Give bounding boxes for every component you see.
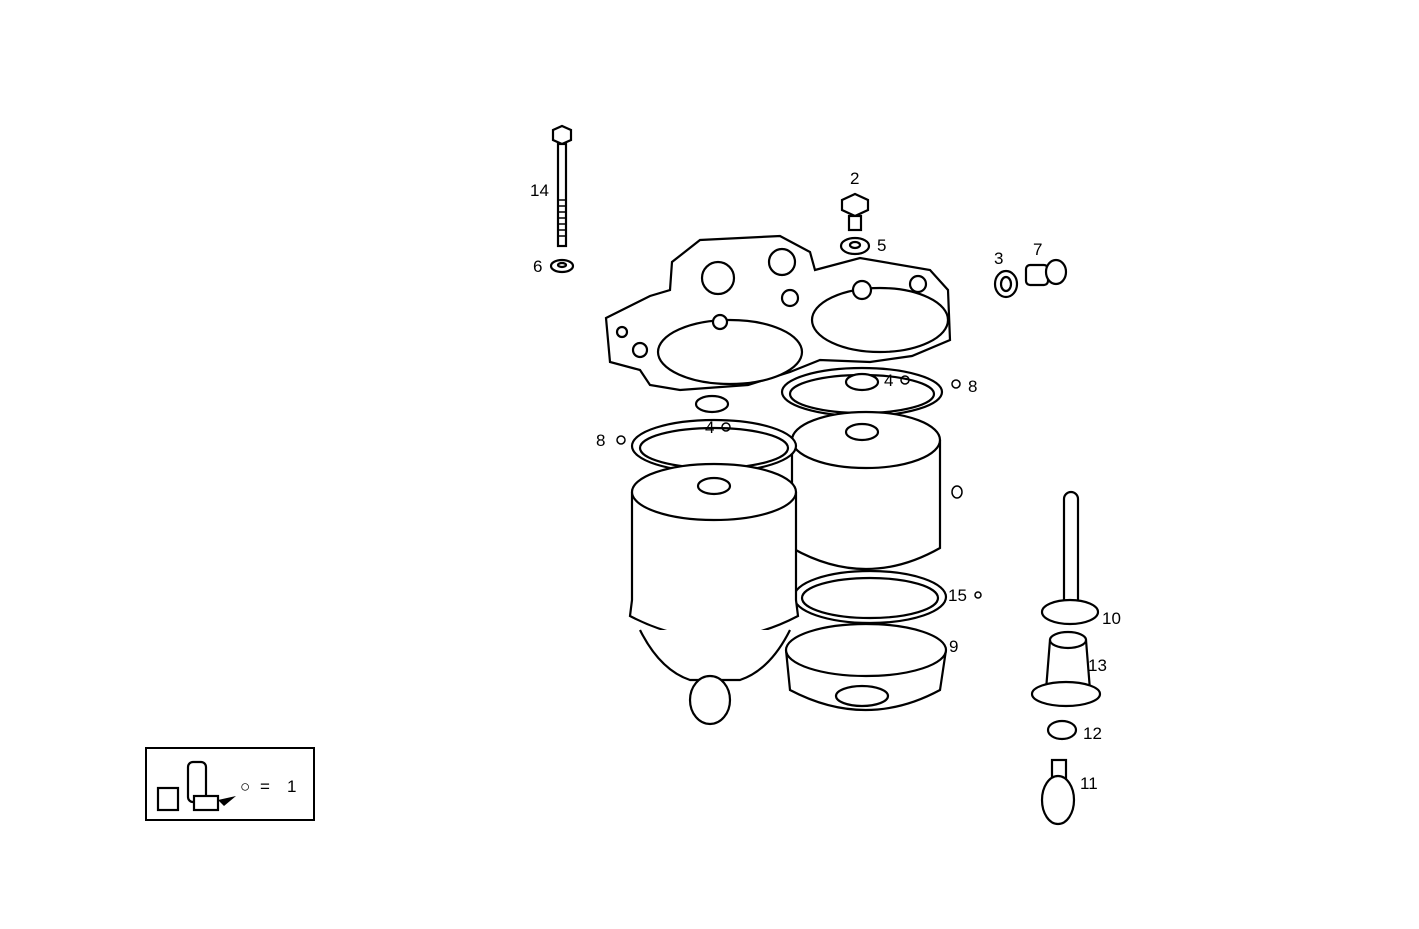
callout-7: 7 — [1033, 240, 1042, 259]
callout-13: 13 — [1088, 656, 1107, 675]
callout-3: 3 — [994, 249, 1003, 268]
part-bolt-2[interactable] — [840, 192, 870, 232]
part-washer-5[interactable] — [839, 236, 871, 256]
callout-8-left: 8 — [596, 431, 605, 450]
kit-marker — [974, 591, 982, 599]
part-drain-cock-13[interactable] — [1030, 630, 1102, 708]
part-seal-ring-3[interactable] — [993, 269, 1019, 299]
callout-6: 6 — [533, 257, 542, 276]
part-drain-tube[interactable] — [1062, 490, 1080, 612]
part-seal-4-left[interactable] — [694, 394, 730, 414]
kit-box-icon — [156, 786, 180, 812]
callout-9: 9 — [949, 637, 958, 656]
part-filter-element-right[interactable] — [790, 410, 942, 570]
part-washer-6[interactable] — [549, 258, 575, 274]
part-seal-ring-15[interactable] — [792, 569, 948, 625]
part-filter-head[interactable] — [604, 234, 952, 392]
kit-marker — [951, 379, 961, 389]
callout-8-right: 8 — [968, 377, 977, 396]
callout-2: 2 — [850, 169, 859, 188]
kit-marker — [900, 375, 910, 385]
kit-pack-icon — [192, 794, 220, 812]
part-plug-7[interactable] — [1024, 258, 1068, 287]
part-bowl-9[interactable] — [784, 622, 948, 711]
part-seal-4-right[interactable] — [844, 372, 880, 392]
callout-4-left: 4 — [705, 418, 714, 437]
callout-10: 10 — [1102, 609, 1121, 628]
part-gasket-ring-8-left[interactable] — [630, 418, 798, 474]
part-filter-element-left[interactable] — [628, 462, 800, 726]
kit-marker — [951, 485, 963, 499]
part-washer-12[interactable] — [1046, 719, 1078, 741]
callout-12: 12 — [1083, 724, 1102, 743]
part-bolt-14[interactable] — [551, 124, 573, 248]
callout-15: 15 — [948, 586, 967, 605]
kit-marker — [616, 435, 626, 445]
part-knob-11[interactable] — [1040, 758, 1076, 826]
callout-5: 5 — [877, 236, 886, 255]
kit-marker — [721, 422, 731, 432]
callout-11: 11 — [1080, 774, 1098, 793]
legend-kit-label: 1 — [287, 777, 296, 796]
part-washer-10[interactable] — [1040, 598, 1100, 626]
callout-14: 14 — [530, 181, 549, 200]
legend-equals: = — [260, 777, 270, 796]
callout-4-right: 4 — [884, 371, 893, 390]
legend-marker: ○ — [240, 777, 250, 796]
repair-kit-legend: ○ = 1 — [145, 747, 315, 821]
